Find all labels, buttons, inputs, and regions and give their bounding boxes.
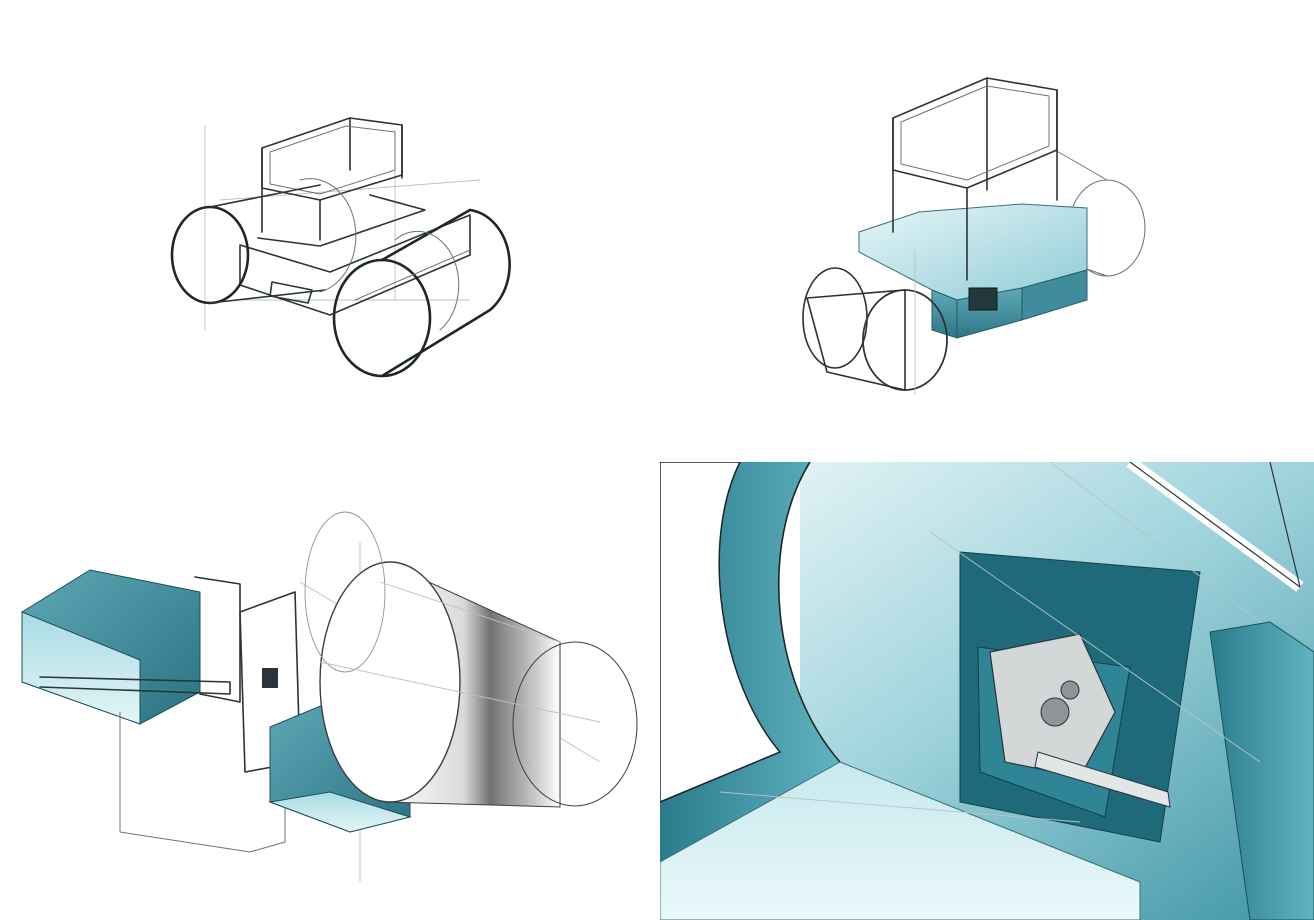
exploded-roller-view — [21, 511, 638, 882]
latch-closeup — [660, 462, 1314, 920]
refined-roller-sketch — [802, 77, 1146, 395]
refined-sketch-panel — [657, 0, 1314, 462]
rough-sketch-panel — [0, 0, 657, 462]
latch-detail-panel — [660, 462, 1314, 920]
rough-roller-sketch — [170, 117, 511, 378]
exploded-view-panel — [0, 462, 657, 920]
